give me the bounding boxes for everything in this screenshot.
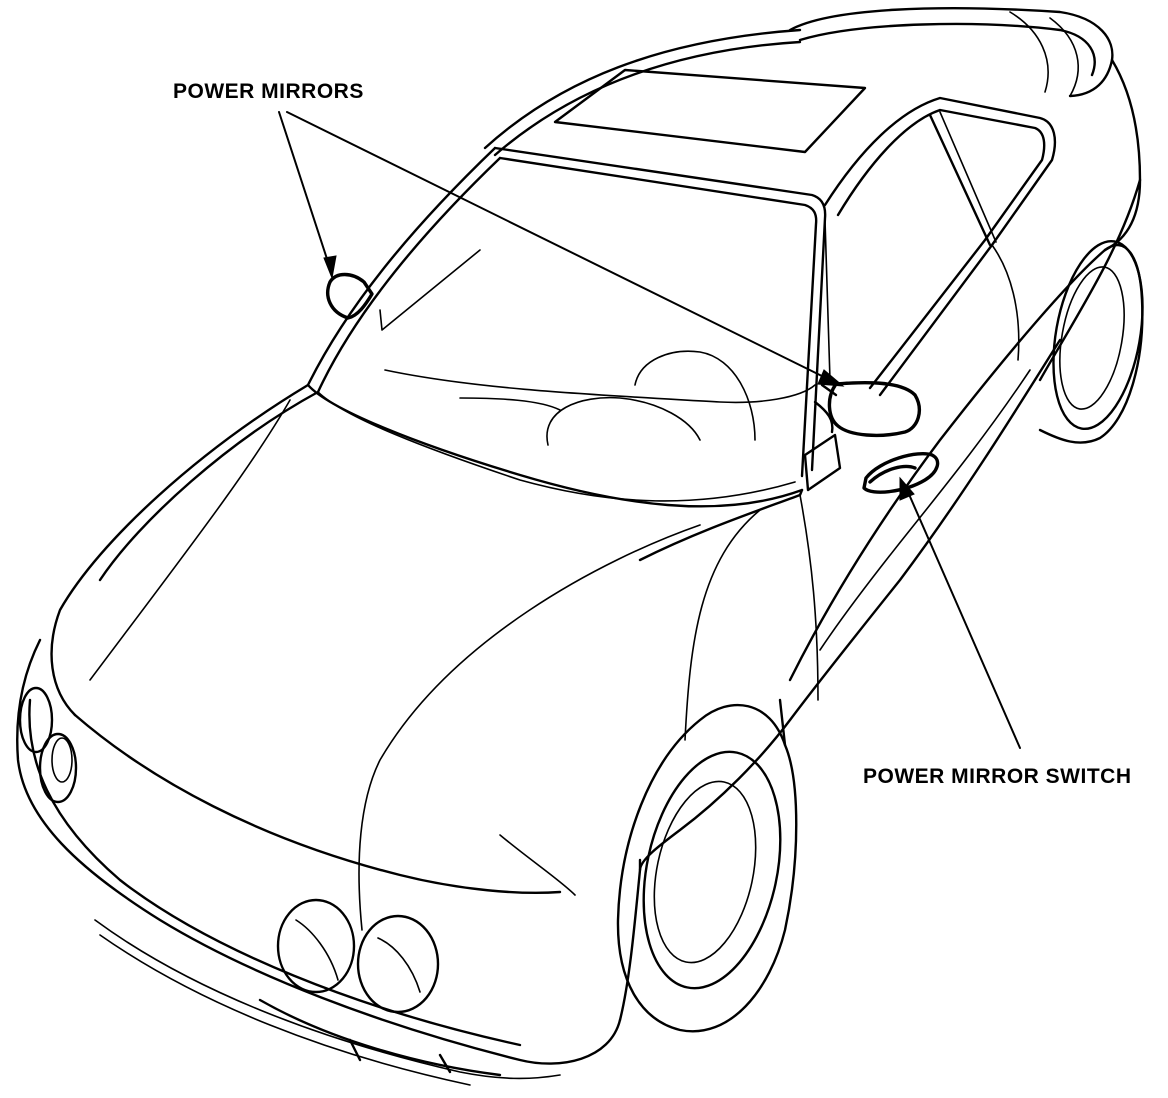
headlights xyxy=(18,686,440,1014)
right-mirror xyxy=(827,380,921,438)
power-mirror-switch-label: POWER MIRROR SWITCH xyxy=(863,765,1132,788)
front-wheel xyxy=(616,703,798,1033)
body-side xyxy=(638,178,1142,872)
front-bumper xyxy=(15,638,642,1086)
power-mirrors-label: POWER MIRRORS xyxy=(173,80,364,103)
side-windows xyxy=(823,96,1056,397)
windshield xyxy=(306,146,827,508)
right-mirror-mount xyxy=(813,383,838,434)
interior xyxy=(384,350,816,446)
roof xyxy=(483,28,1142,252)
leader-lines xyxy=(278,111,1021,749)
rear-wheel xyxy=(1038,239,1144,444)
left-mirror xyxy=(326,272,374,320)
power-mirror-switch-shape xyxy=(862,452,940,494)
hood xyxy=(50,383,761,931)
sunroof xyxy=(553,68,867,154)
rear-spoiler xyxy=(788,7,1114,98)
